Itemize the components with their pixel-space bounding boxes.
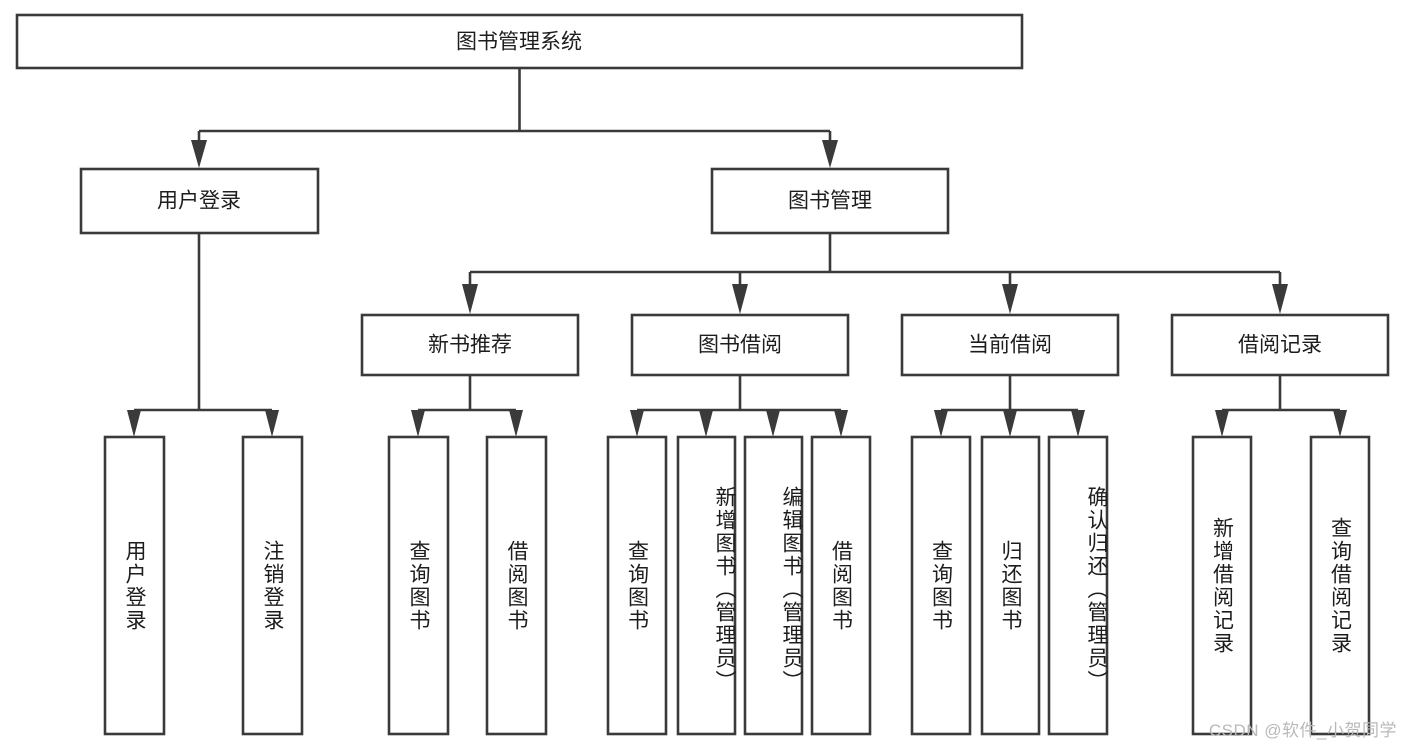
arrow-head-leaf-return-book — [1003, 410, 1017, 437]
node-borrow-record-label: 借阅记录 — [1238, 334, 1322, 357]
connector-group-current-borrow-leaves — [934, 375, 1085, 437]
connector-group-new-book-recommend-leaves — [411, 375, 523, 437]
arrow-head-current-borrow — [1002, 284, 1018, 314]
node-root[interactable]: 图书管理系统 — [15, 13, 1024, 70]
connector-group-book-borrow-leaves — [630, 375, 848, 437]
connector-group-book-management-to-level3 — [462, 233, 1288, 314]
arrow-head-leaf-borrow-book-2 — [834, 410, 848, 437]
node-new-book-recommend-label: 新书推荐 — [428, 334, 512, 357]
leaf-box-add-book-admin[interactable] — [676, 435, 737, 736]
node-book-borrow[interactable]: 图书借阅 — [630, 313, 850, 377]
leaf-box-query-borrow-record[interactable] — [1309, 435, 1371, 736]
arrow-head-leaf-borrow-book-1 — [509, 410, 523, 437]
connector-group-user-login-leaves — [127, 233, 279, 437]
node-user-login-box[interactable] — [79, 167, 320, 235]
connector-group-borrow-record-leaves — [1215, 375, 1347, 437]
leaf-box-edit-book-admin[interactable] — [743, 435, 804, 736]
connector-group-root-to-level2 — [191, 68, 838, 168]
arrow-head-borrow-record — [1272, 284, 1288, 314]
node-borrow-record[interactable]: 借阅记录 — [1170, 313, 1390, 377]
node-borrow-record-box[interactable] — [1170, 313, 1390, 377]
arrow-head-leaf-query-book-1 — [411, 410, 425, 437]
arrow-head-leaf-add-borrow-record — [1215, 410, 1229, 437]
node-root-label: 图书管理系统 — [456, 31, 582, 54]
arrow-head-leaf-add-book-admin — [699, 410, 713, 437]
arrow-head-leaf-edit-book-admin — [766, 410, 780, 437]
node-user-login[interactable]: 用户登录 — [79, 167, 320, 235]
node-book-management[interactable]: 图书管理 — [710, 167, 950, 235]
node-book-borrow-label: 图书借阅 — [698, 334, 782, 357]
leaf-box-query-book-3[interactable] — [910, 435, 972, 736]
arrow-head-book-management — [822, 140, 838, 168]
leaf-box-borrow-book-2[interactable] — [810, 435, 872, 736]
node-book-borrow-box[interactable] — [630, 313, 850, 377]
leaf-box-confirm-return-admin[interactable] — [1047, 435, 1109, 736]
node-new-book-recommend[interactable]: 新书推荐 — [360, 313, 580, 377]
node-root-box[interactable] — [15, 13, 1024, 70]
arrow-head-user-login — [191, 140, 207, 168]
node-book-management-box[interactable] — [710, 167, 950, 235]
leaf-box-user-login[interactable] — [103, 435, 166, 736]
arrow-head-new-book-recommend — [462, 284, 478, 314]
leaf-box-group — [103, 435, 1371, 736]
leaf-box-query-book-2[interactable] — [606, 435, 668, 736]
leaf-box-query-book-1[interactable] — [387, 435, 450, 736]
arrow-head-leaf-query-borrow-record — [1333, 410, 1347, 437]
arrow-head-leaf-logout-login — [265, 410, 279, 437]
node-current-borrow-box[interactable] — [900, 313, 1120, 377]
node-new-book-recommend-box[interactable] — [360, 313, 580, 377]
watermark-text: CSDN @软件_小贺同学 — [1208, 721, 1397, 740]
leaf-box-return-book[interactable] — [980, 435, 1041, 736]
leaf-box-logout-login[interactable] — [241, 435, 304, 736]
node-current-borrow[interactable]: 当前借阅 — [900, 313, 1120, 377]
node-current-borrow-label: 当前借阅 — [968, 334, 1052, 357]
arrow-head-leaf-user-login — [127, 410, 141, 437]
arrow-head-book-borrow — [732, 284, 748, 314]
leaf-box-borrow-book-1[interactable] — [485, 435, 548, 736]
arrow-head-leaf-query-book-3 — [934, 410, 948, 437]
arrow-head-leaf-confirm-return-admin — [1071, 410, 1085, 437]
arrow-head-leaf-query-book-2 — [630, 410, 644, 437]
node-user-login-label: 用户登录 — [157, 190, 241, 213]
node-book-management-label: 图书管理 — [788, 190, 872, 213]
leaf-box-add-borrow-record[interactable] — [1191, 435, 1253, 736]
